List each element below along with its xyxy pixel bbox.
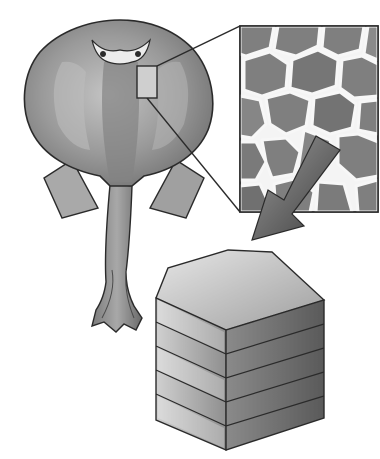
cell-stack-icon	[156, 250, 324, 450]
electric-organ-marker	[137, 66, 157, 98]
